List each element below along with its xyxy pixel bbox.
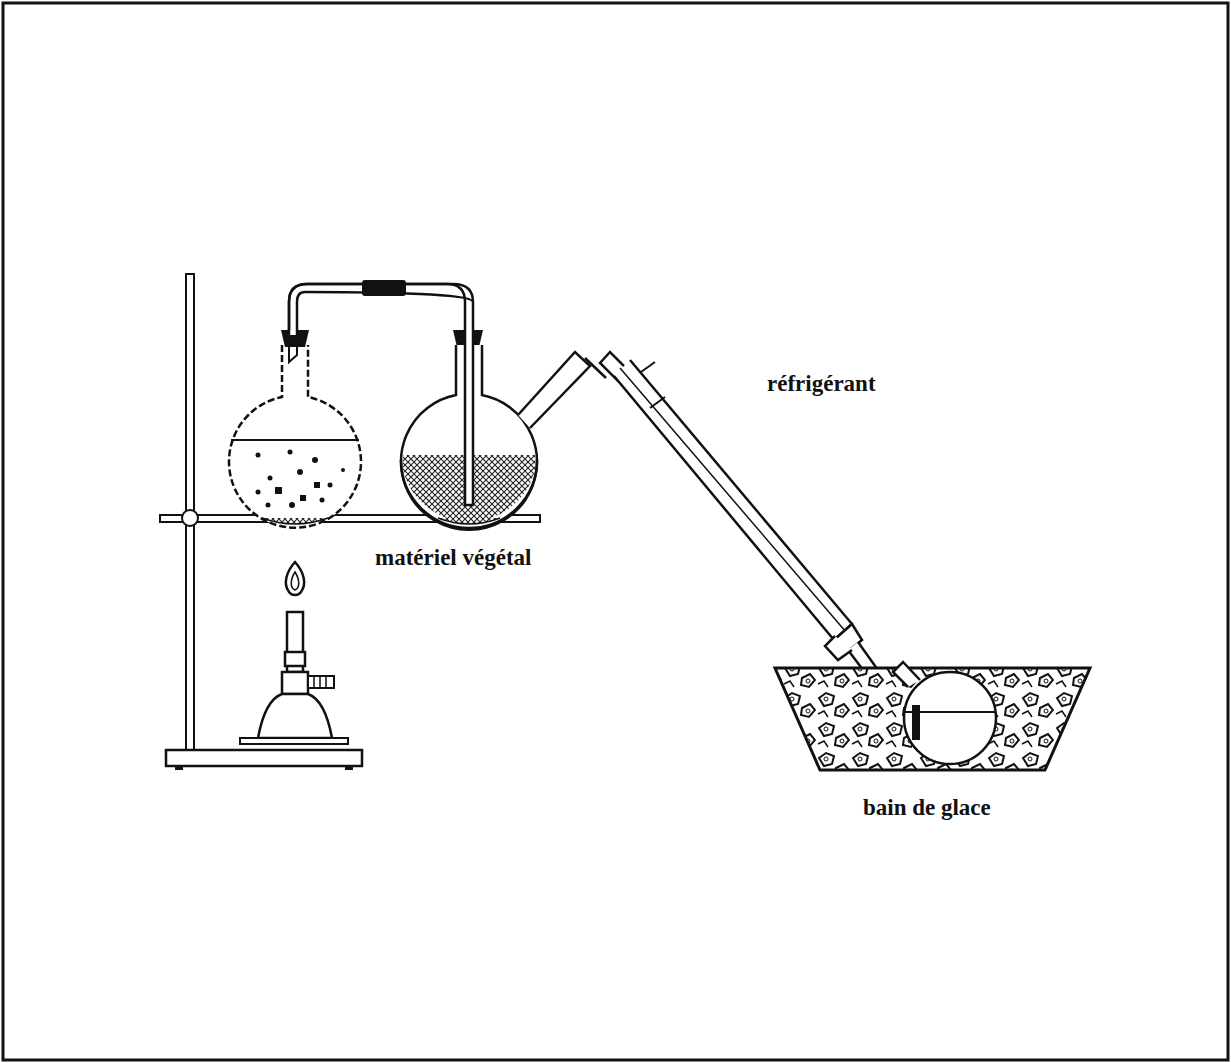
part-label: matériel végétal bbox=[373, 545, 533, 570]
part-label: réfrigérant bbox=[765, 371, 878, 396]
part-label: bain de glace bbox=[861, 795, 993, 820]
